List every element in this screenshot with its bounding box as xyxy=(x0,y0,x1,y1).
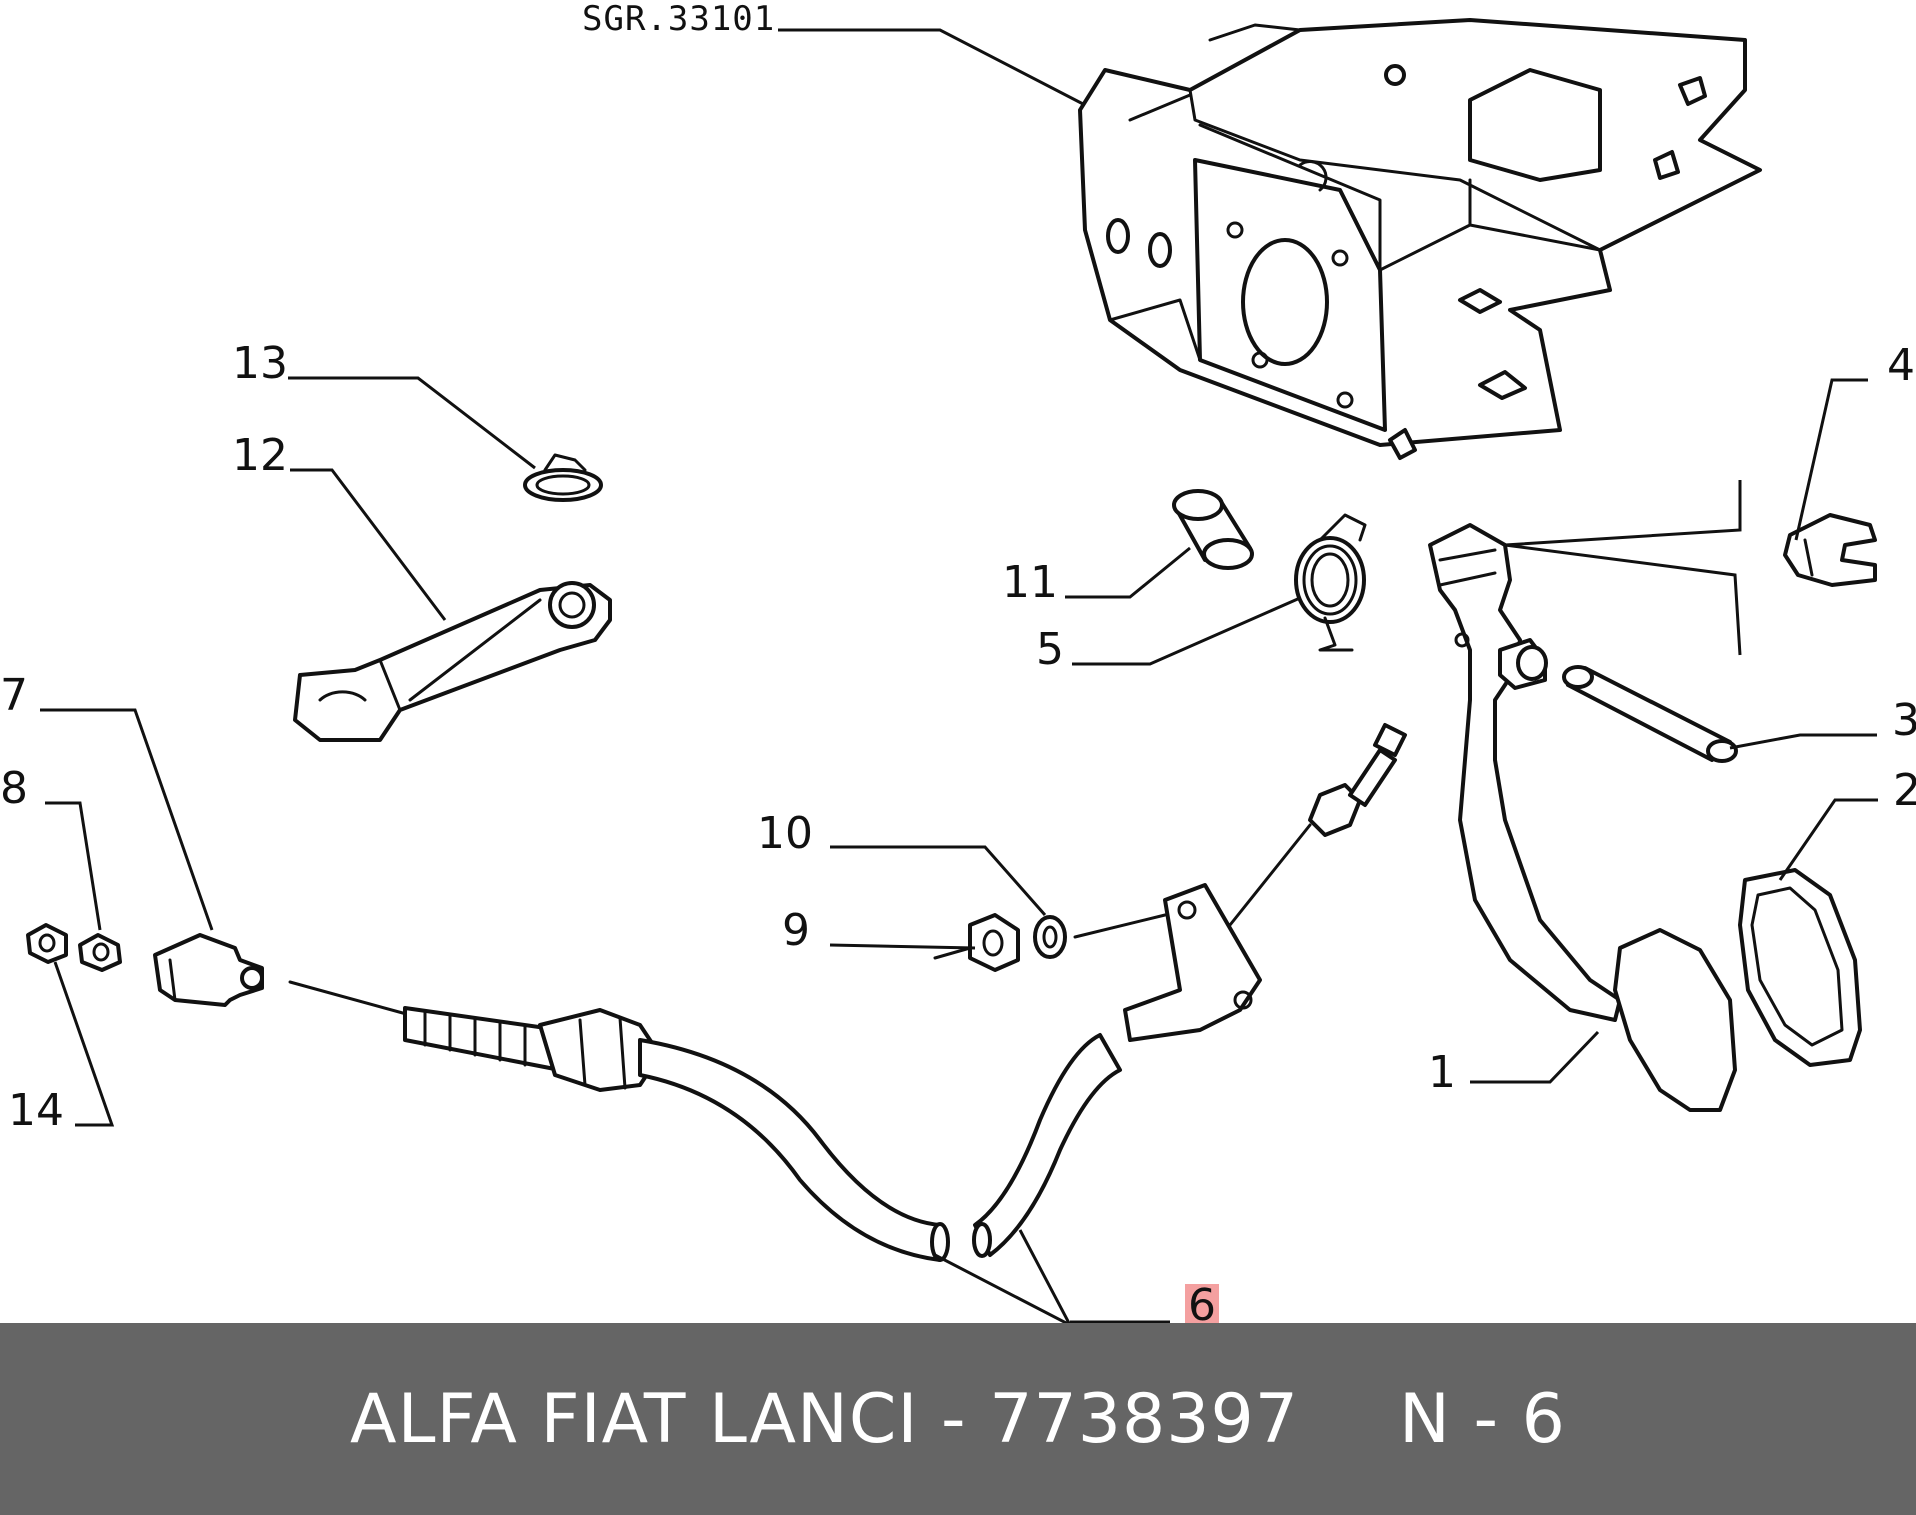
part-3-pin xyxy=(1562,665,1738,763)
footer-position-label: N - 6 xyxy=(1399,1379,1566,1459)
part-12-lever-arm xyxy=(293,581,612,742)
part-5-spring xyxy=(1294,513,1367,652)
callout-6: 6 xyxy=(1188,1280,1216,1323)
callout-1: 1 xyxy=(1428,1047,1456,1098)
callout-6-highlight xyxy=(1185,1284,1219,1323)
callout-11: 11 xyxy=(1002,557,1058,608)
reference-code-leader xyxy=(778,28,1086,107)
part-9-nut xyxy=(968,913,1020,972)
part-10-washer xyxy=(1033,915,1067,959)
callout-4: 4 xyxy=(1887,340,1915,391)
callout-12: 12 xyxy=(232,430,288,481)
part-8-nut xyxy=(78,933,122,972)
callout-10: 10 xyxy=(757,808,813,859)
callout-13: 13 xyxy=(232,338,288,389)
footer-brand: ALFA FIAT LANCI xyxy=(350,1379,919,1459)
part-11-bushing xyxy=(1172,489,1254,570)
part-14-nut xyxy=(26,923,68,964)
footer-separator: - xyxy=(918,1380,989,1459)
callout-9: 9 xyxy=(782,905,810,956)
part-1-pedal xyxy=(1428,480,1742,1112)
pedal-bracket xyxy=(1078,18,1762,460)
part-info-footer: ALFA FIAT LANCI - 7738397 N - 6 xyxy=(0,1323,1916,1515)
callout-2: 2 xyxy=(1893,765,1916,816)
callout-3: 3 xyxy=(1892,695,1916,746)
callout-8: 8 xyxy=(0,763,28,814)
part-2-pedal-pad xyxy=(1738,868,1862,1067)
part-4-clip xyxy=(1783,513,1877,587)
reference-code-label: SGR.33101 xyxy=(582,0,775,39)
part-7-bracket xyxy=(153,933,264,1007)
callout-7: 7 xyxy=(0,670,28,721)
callout-14: 14 xyxy=(8,1085,64,1136)
parts-diagram: SGR.33101 13 12 11 5 4 xyxy=(0,0,1916,1323)
part-6-clutch-cable xyxy=(288,723,1407,1323)
footer-text: ALFA FIAT LANCI - 7738397 N - 6 xyxy=(0,1323,1916,1515)
footer-part-number: 7738397 xyxy=(989,1379,1300,1459)
part-13-clip xyxy=(523,453,603,502)
callout-5: 5 xyxy=(1036,624,1064,675)
footer-separator-text: - xyxy=(941,1379,967,1459)
